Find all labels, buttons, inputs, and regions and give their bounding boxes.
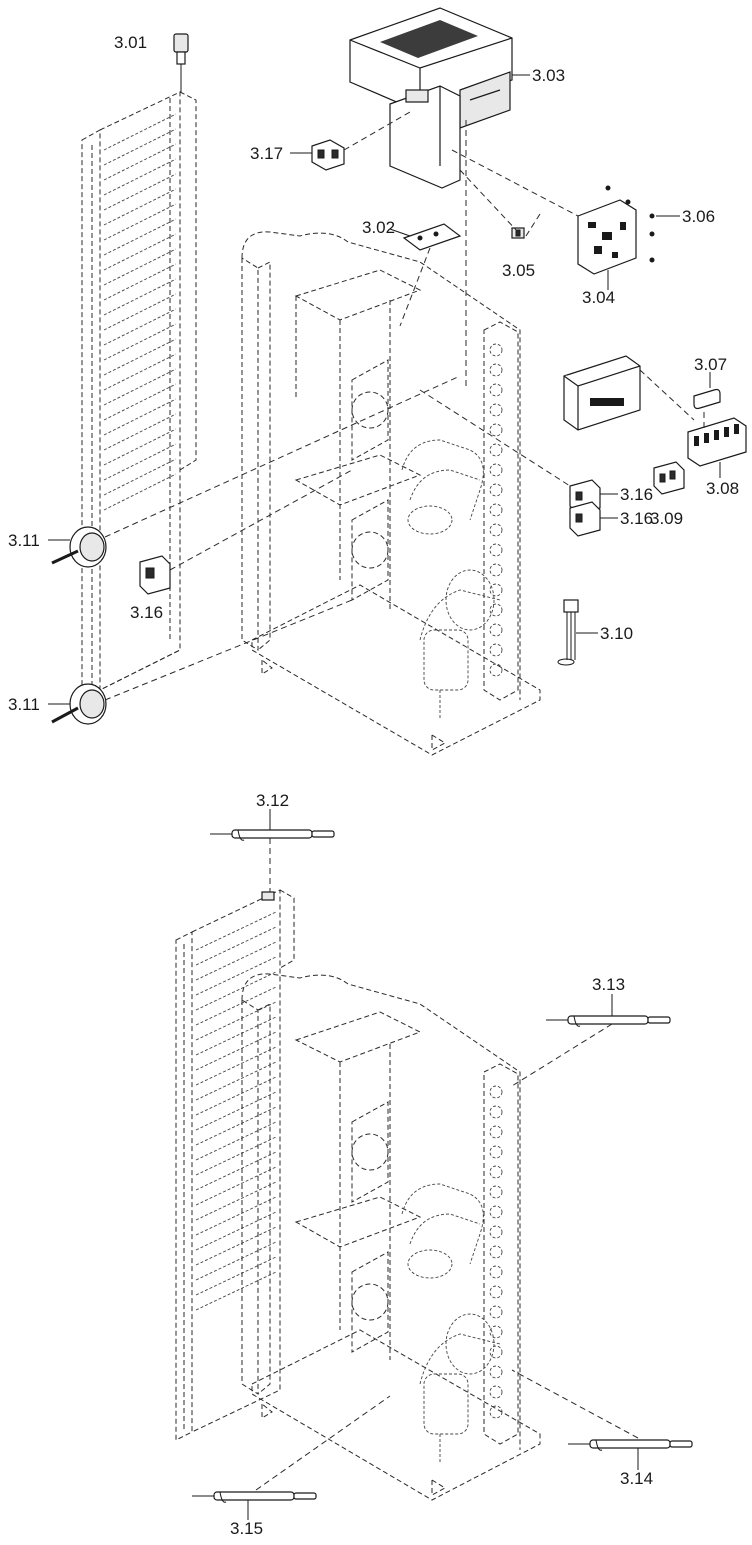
callout-3-05: 3.05 <box>502 261 535 280</box>
part-3-07-bridge <box>693 372 721 410</box>
part-3-09-terminal <box>653 461 685 495</box>
part-3-01-valve <box>173 33 189 92</box>
electrical-box <box>389 85 461 189</box>
part-3-14-sensor <box>568 1439 693 1470</box>
part-3-16-relay-lower <box>569 501 618 537</box>
assembly-guide-lines-upper <box>104 111 705 701</box>
callout-3-13: 3.13 <box>592 975 625 994</box>
callout-3-10: 3.10 <box>600 624 633 643</box>
callout-3-11-upper: 3.11 <box>8 531 40 550</box>
callout-3-03: 3.03 <box>532 66 565 85</box>
callout-3-16-left: 3.16 <box>130 603 163 622</box>
cabinet-frame-lower <box>241 973 541 1501</box>
part-3-15-sensor <box>192 1491 317 1520</box>
callout-3-15: 3.15 <box>230 1519 263 1538</box>
part-3-06-screws <box>605 185 680 263</box>
callout-3-01: 3.01 <box>114 33 147 52</box>
part-3-05-connector <box>511 227 525 239</box>
lower-assembly: 3.12 3.13 3.14 3.15 <box>175 791 693 1538</box>
callout-3-16-lower: 3.16 <box>620 509 653 528</box>
part-3-13-sensor <box>546 994 671 1027</box>
upper-assembly: 3.01 3.03 3.17 3.06 3.02 3.05 3.04 3.07 … <box>8 7 747 756</box>
part-3-17-bracket <box>290 139 345 171</box>
cabinet-frame-upper <box>241 231 541 756</box>
callout-3-16-upper: 3.16 <box>620 485 653 504</box>
left-coil-panel <box>81 91 197 701</box>
part-3-10-sensor-lead <box>557 599 598 666</box>
part-3-08-terminal-block <box>687 417 747 478</box>
upper-callouts: 3.01 3.03 3.17 3.06 3.02 3.05 3.04 3.07 … <box>8 33 739 714</box>
callout-3-04: 3.04 <box>582 288 615 307</box>
callout-3-17: 3.17 <box>250 144 283 163</box>
assembly-guide-lines-lower <box>255 838 639 1491</box>
part-3-11-fan-motor-upper <box>48 526 107 568</box>
callout-3-08: 3.08 <box>706 479 739 498</box>
terminal-housing <box>563 355 641 431</box>
lower-callouts: 3.12 3.13 3.14 3.15 <box>230 791 653 1538</box>
part-3-02-plate <box>389 223 462 251</box>
callout-3-12: 3.12 <box>256 791 289 810</box>
left-coil-panel-lower <box>175 889 295 1441</box>
callout-3-06: 3.06 <box>682 207 715 226</box>
callout-3-02: 3.02 <box>362 218 395 237</box>
part-3-03-control-box-cover <box>349 7 530 129</box>
callout-3-11-lower: 3.11 <box>8 695 40 714</box>
callout-3-07: 3.07 <box>694 355 727 374</box>
callout-3-14: 3.14 <box>620 1469 653 1488</box>
part-3-12-sensor <box>210 809 335 841</box>
callout-3-09: 3.09 <box>650 509 683 528</box>
part-3-16-relay-left <box>139 555 171 595</box>
part-3-11-fan-motor-lower <box>48 683 107 725</box>
part-3-04-pcb <box>577 199 637 290</box>
